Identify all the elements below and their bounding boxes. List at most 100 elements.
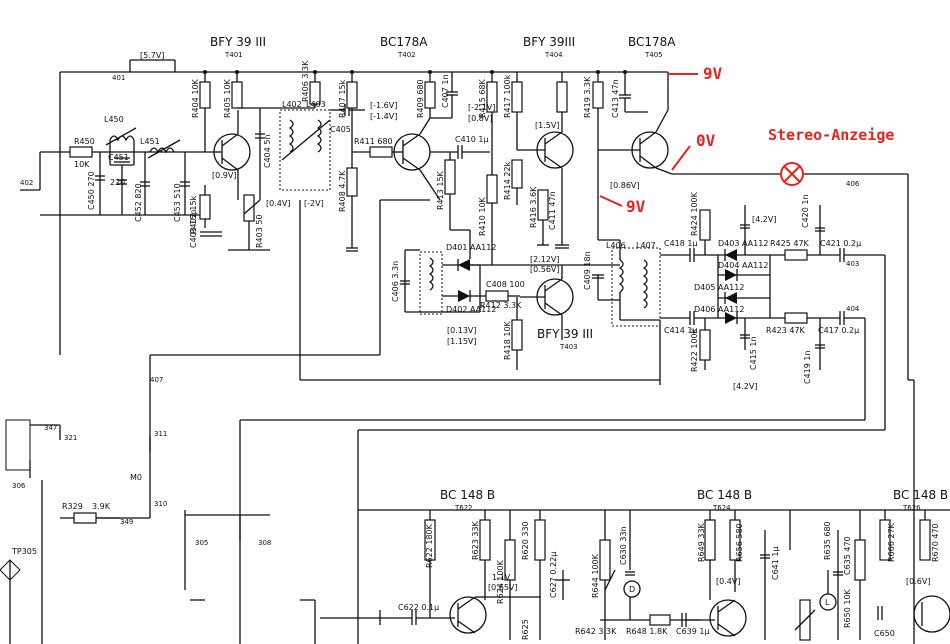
component-label: D406 AA112: [694, 305, 744, 314]
bottom-stage-t624: [599, 510, 770, 640]
voltage-reading: [4.2V]: [733, 382, 757, 391]
component-label: R424 100K: [690, 191, 699, 236]
voltage-reading: [1.5V]: [535, 121, 559, 130]
component-label: R649 33K: [697, 522, 706, 562]
component-label: R329: [62, 502, 83, 511]
component-label: R411 680: [354, 137, 393, 146]
t402-ref: T402: [397, 51, 416, 59]
input-filter-section: [20, 127, 214, 216]
component-label: R656 580: [735, 523, 744, 562]
component-label: R422 100K: [690, 327, 699, 372]
t626-ref: T626: [902, 504, 921, 512]
component-label: R650 10K: [843, 588, 852, 628]
voltage-annotation-0v: 0V: [696, 131, 716, 150]
stereo-indicator-label: Stereo-Anzeige: [768, 126, 894, 144]
component-label: C408 100: [486, 280, 525, 289]
decoder-diode-matrix: [239, 205, 886, 644]
component-label: R620 330: [521, 521, 530, 560]
component-label: R408 4.7K: [338, 170, 347, 212]
component-label: C407 1n: [441, 74, 450, 108]
component-label: C417 0.2μ: [818, 326, 859, 335]
voltage-readings: [5.7V] [-1.6V] [-1.4V] [0.9V] [0.4V] [-2…: [140, 51, 930, 592]
component-label: C410 1μ: [455, 135, 489, 144]
component-label: C641 1μ: [771, 546, 780, 580]
t622-ref: T622: [454, 504, 473, 512]
component-label: C419 1n: [803, 350, 812, 384]
component-label: R666 27K: [887, 522, 896, 562]
component-label: C405: [330, 125, 351, 134]
component-label: D405 AA112: [694, 283, 744, 292]
node-label: 347: [44, 424, 57, 432]
red-annotations: 9V 0V 9V Stereo-Anzeige: [599, 64, 894, 216]
node-label: 401: [112, 74, 125, 82]
t401-type: BFY 39 III: [210, 35, 266, 49]
node-label: 305: [195, 539, 208, 547]
component-label: R416 3.6K: [529, 186, 538, 228]
component-label: C420 1n: [801, 194, 810, 228]
feedback-wiring: [149, 199, 660, 470]
component-label: C650: [874, 629, 895, 638]
t626-type: BC 148 B: [893, 488, 948, 502]
voltage-reading: [0.56V]: [530, 265, 560, 274]
component-label: C451: [108, 153, 129, 162]
component-label: R624 100K: [496, 559, 505, 604]
component-label: R635 680: [823, 521, 832, 560]
bottom-stage-t626: [789, 510, 950, 641]
voltage-reading: [2.12V]: [530, 255, 560, 264]
node-label: 310: [154, 500, 167, 508]
component-label: C630 33n: [619, 526, 628, 565]
component-label: C403 15p: [189, 209, 198, 248]
component-label: D401 AA112: [446, 243, 496, 252]
t403-ref: T403: [559, 343, 578, 351]
component-label: C415 1n: [749, 336, 758, 370]
component-label: C409 18n: [583, 251, 592, 290]
voltage-reading: [0.13V]: [447, 326, 477, 335]
transistor-t405: [592, 72, 915, 644]
voltage-reading: [0.65V]: [488, 583, 518, 592]
voltage-reading: [0.6V]: [906, 577, 930, 586]
switch-label-d: D: [629, 585, 635, 594]
node-label: 406: [846, 180, 860, 188]
component-label: R423 47K: [766, 326, 806, 335]
node-label: 349: [120, 518, 133, 526]
component-label: R412 3.3K: [480, 301, 522, 310]
component-label: C411 47n: [548, 191, 557, 230]
component-label: R648 1.8K: [626, 627, 668, 636]
coil-l402-l403: [260, 72, 365, 191]
component-label: C414 1μ: [664, 326, 698, 335]
component-label: L406: [606, 241, 626, 250]
diode-network-d401-d402: [400, 229, 520, 315]
component-label: C452 820: [134, 183, 143, 222]
switch-label-l: L: [825, 598, 830, 607]
component-label: C639 1μ: [676, 627, 710, 636]
component-label: C627 0.22μ: [549, 552, 558, 598]
component-label: 3.9K: [92, 502, 111, 511]
voltage-reading: [0.9V]: [212, 171, 236, 180]
voltage-reading: [4.2V]: [752, 215, 776, 224]
t622-type: BC 148 B: [440, 488, 495, 502]
component-label: R625: [521, 619, 530, 640]
node-label: 311: [154, 430, 167, 438]
component-label: D404 AA112: [718, 261, 768, 270]
component-label: 220: [110, 178, 125, 187]
component-label: R622 180K: [425, 523, 434, 568]
component-label: R403 50: [255, 214, 264, 248]
t624-ref: T624: [712, 504, 731, 512]
switch-area-left: [0, 419, 417, 644]
voltage-reading: [0.8V]: [468, 114, 492, 123]
voltage-annotation-9v-mid: 9V: [626, 197, 646, 216]
component-label: R450: [74, 137, 95, 146]
component-label: TP305: [11, 547, 37, 556]
component-label: R413 15K: [436, 170, 445, 210]
node-label: 308: [258, 539, 271, 547]
t403-type: BFY 39 III: [537, 327, 593, 341]
voltage-reading: [1.15V]: [447, 337, 477, 346]
component-label: R414 22k: [503, 161, 512, 200]
component-label: R644 100K: [591, 553, 600, 598]
component-label: C418 1μ: [664, 239, 698, 248]
component-labels: R450 10K C450 270 C451 220 C452 820 C453…: [11, 60, 940, 640]
voltage-reading: [-2.1V]: [468, 103, 495, 112]
component-label: C413 47n: [611, 79, 620, 118]
node-label: 407: [150, 376, 163, 384]
node-label: 306: [12, 482, 26, 490]
